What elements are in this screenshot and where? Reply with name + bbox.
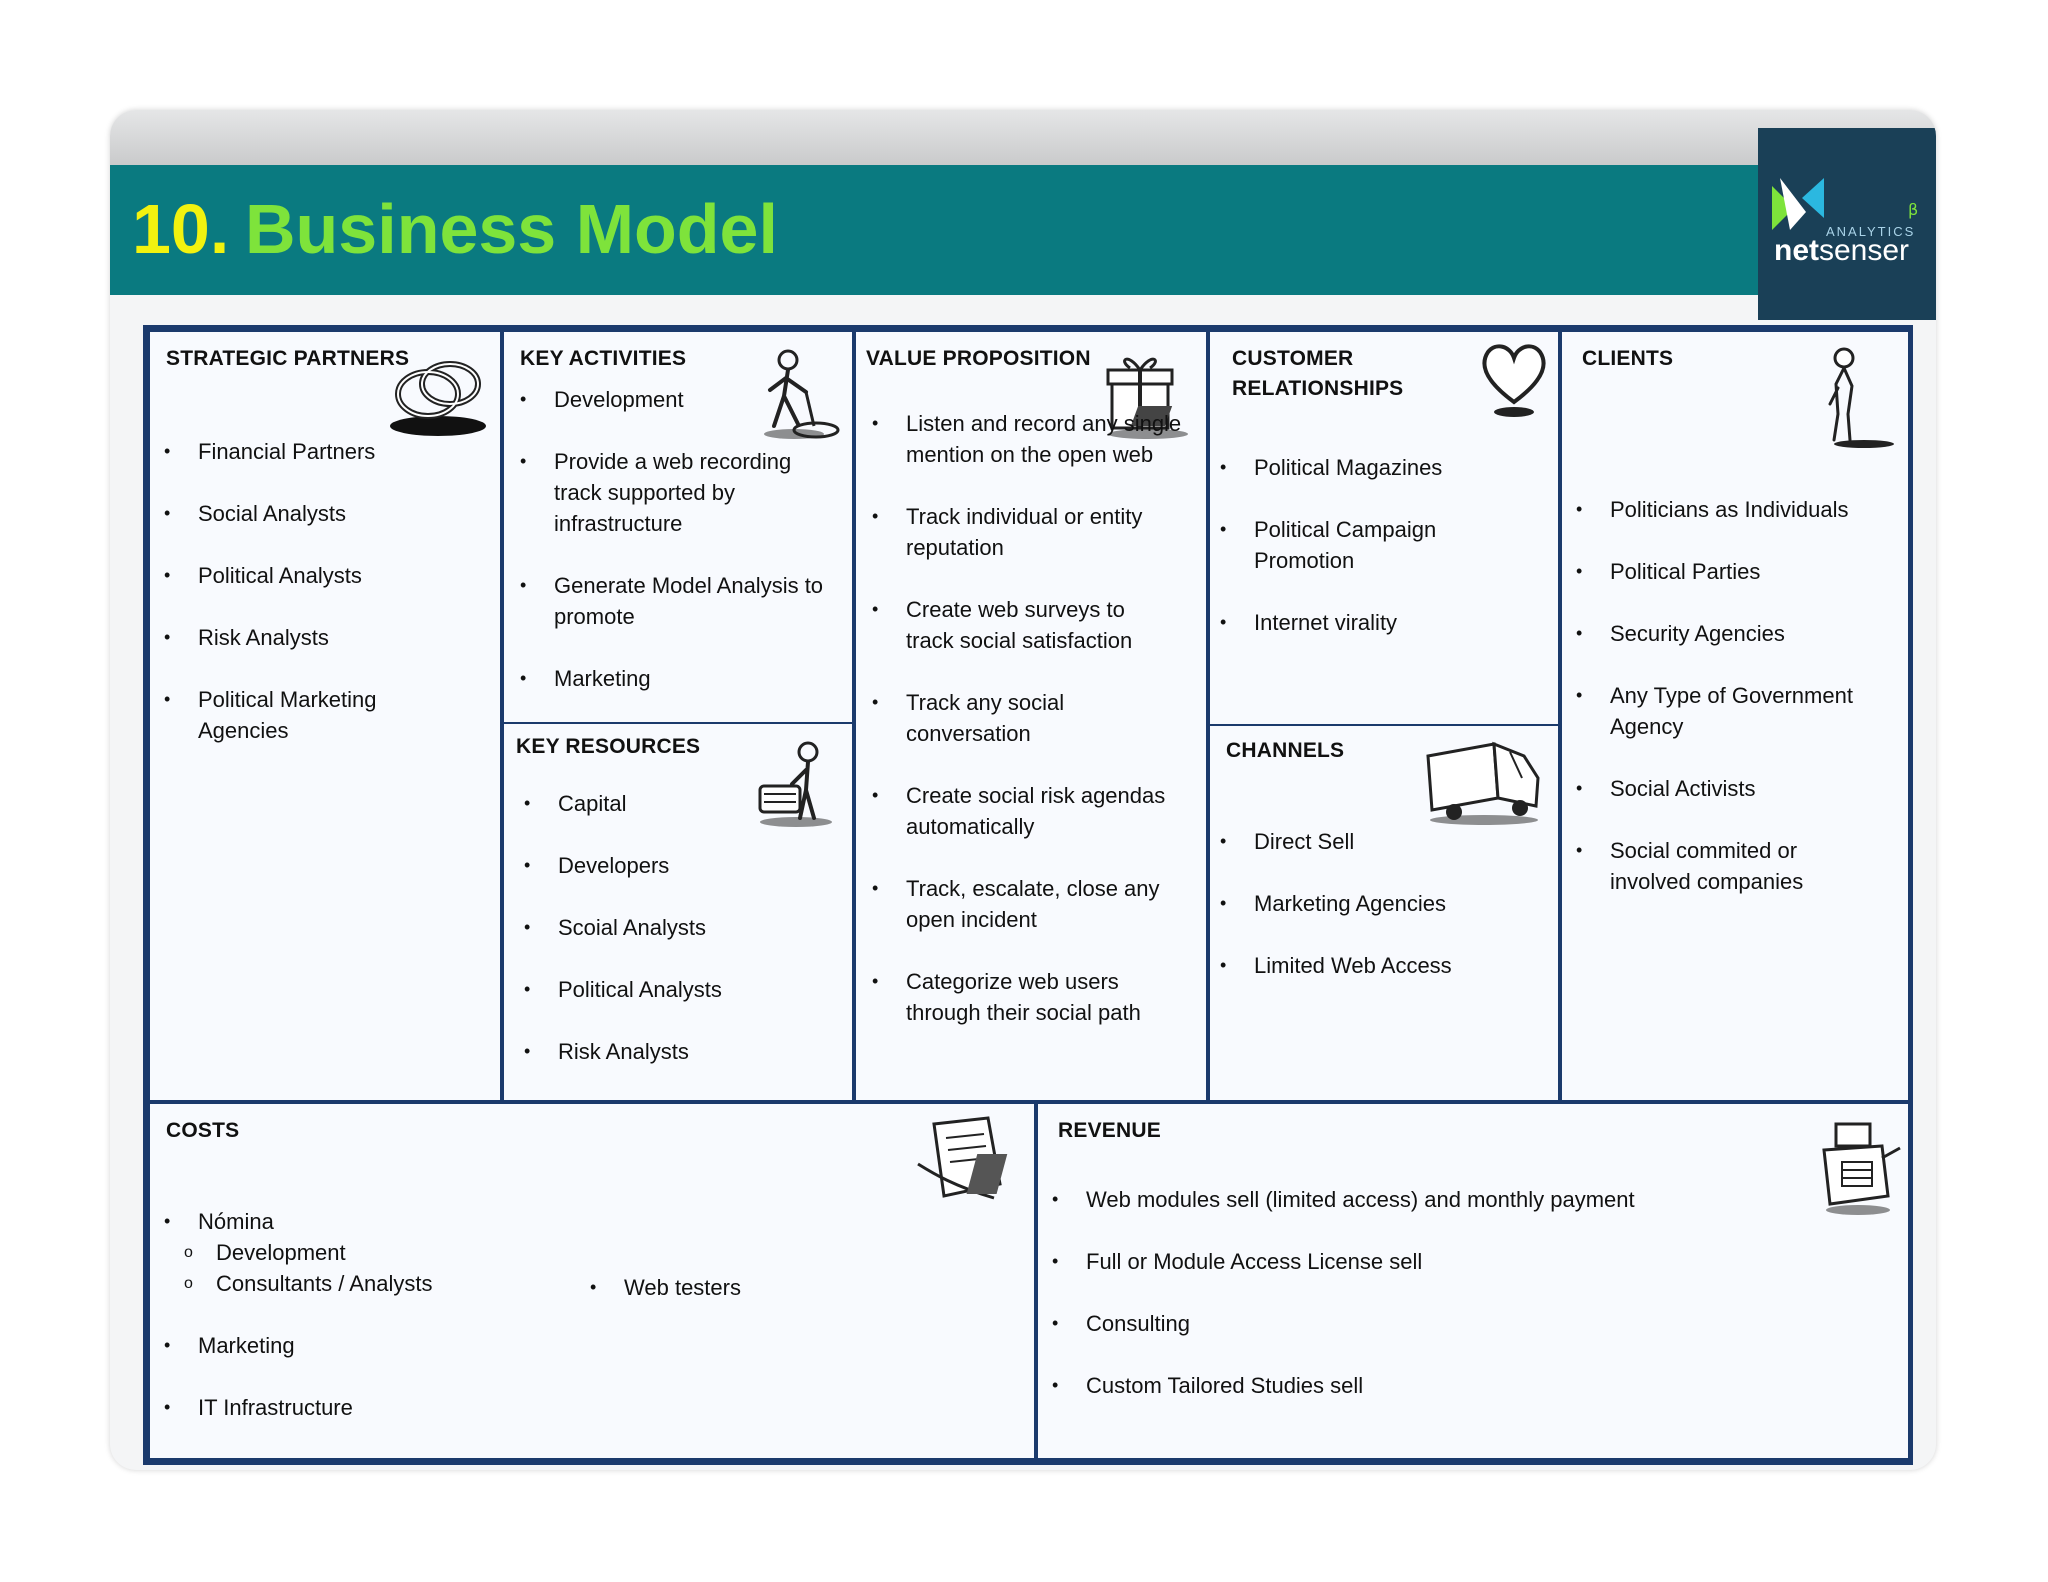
- truck-icon: [1426, 741, 1540, 825]
- list-item: Political Parties: [1576, 556, 1896, 587]
- logo-word-bold: net: [1774, 234, 1819, 267]
- rings-icon: [390, 361, 486, 436]
- list-item: Create web surveys to track social satis…: [872, 594, 1176, 656]
- clients-list: Politicians as Individuals Political Par…: [1576, 494, 1896, 897]
- section-number: 10.: [132, 190, 230, 268]
- list-item: Track individual or entity reputation: [872, 501, 1176, 563]
- list-item: Political Marketing Agencies: [164, 684, 418, 746]
- customer-relationships-title: CUSTOMER RELATIONSHIPS: [1232, 344, 1403, 404]
- key-resources-cell: KEY RESOURCES Capital Developers Scoial …: [502, 722, 854, 1102]
- list-item: Marketing: [520, 663, 830, 694]
- list-item: Politicians as Individuals: [1576, 494, 1896, 525]
- person-icon: [1828, 347, 1894, 448]
- list-item: Full or Module Access License sell: [1052, 1246, 1752, 1277]
- list-item: Development: [184, 1237, 604, 1268]
- cash-register-icon: [1822, 1122, 1901, 1215]
- costs-title: COSTS: [166, 1119, 240, 1142]
- clients-cell: CLIENTS Politicians as Individuals Polit…: [1560, 330, 1910, 1102]
- costs-nomina: Nómina: [164, 1206, 604, 1237]
- business-model-canvas: STRATEGIC PARTNERS Financial Partners So…: [143, 325, 1913, 1465]
- list-item: Direct Sell: [1220, 826, 1540, 857]
- logo-wordmark: netsenser: [1774, 234, 1909, 268]
- revenue-list: Web modules sell (limited access) and mo…: [1052, 1184, 1752, 1401]
- list-item: Provide a web recording track supported …: [520, 446, 814, 539]
- list-item: Any Type of Government Agency: [1576, 680, 1890, 742]
- logo-analytics-label: ANALYTICS: [1826, 224, 1916, 239]
- list-item: Security Agencies: [1576, 618, 1896, 649]
- list-item: Track any social conversation: [872, 687, 1106, 749]
- list-item: Listen and record any single mention on …: [872, 408, 1186, 470]
- channels-cell: CHANNELS Direct Sell Marketing Agencies …: [1208, 724, 1560, 1102]
- list-item: Generate Model Analysis to promote: [520, 570, 834, 632]
- list-item: Marketing Agencies: [1220, 888, 1540, 919]
- key-activities-title: KEY ACTIVITIES: [520, 347, 687, 370]
- customer-relationships-list: Political Magazines Political Campaign P…: [1220, 452, 1540, 638]
- strategic-partners-cell: STRATEGIC PARTNERS Financial Partners So…: [148, 330, 502, 1102]
- strategic-partners-title: STRATEGIC PARTNERS: [166, 347, 410, 370]
- customer-relationships-cell: CUSTOMER RELATIONSHIPS Political Magazin…: [1208, 330, 1560, 726]
- revenue-cell: REVENUE Web modules sell (limited access…: [1036, 1102, 1910, 1460]
- list-item: Custom Tailored Studies sell: [1052, 1370, 1752, 1401]
- costs-nomina-sublist: Development Consultants / Analysts: [184, 1237, 604, 1299]
- list-item: Social Activists: [1576, 773, 1896, 804]
- customer-relationships-title-line2: RELATIONSHIPS: [1232, 377, 1404, 400]
- key-resources-list: Capital Developers Scoial Analysts Polit…: [524, 788, 824, 1067]
- costs-list-after: Marketing IT Infrastructure: [164, 1330, 604, 1423]
- value-proposition-list: Listen and record any single mention on …: [872, 408, 1192, 1028]
- clients-title: CLIENTS: [1582, 347, 1674, 370]
- value-proposition-cell: VALUE PROPOSITION Listen and record any …: [854, 330, 1208, 1102]
- list-item: Political Magazines: [1220, 452, 1540, 483]
- list-item: Developers: [524, 850, 824, 881]
- logo-mark-icon: [1772, 178, 1824, 230]
- list-item: Scoial Analysts: [524, 912, 824, 943]
- list-item: Development: [520, 384, 830, 415]
- list-item: Web testers: [590, 1272, 890, 1303]
- list-item: Risk Analysts: [164, 622, 484, 653]
- list-item: Consulting: [1052, 1308, 1752, 1339]
- list-item: Social Analysts: [164, 498, 484, 529]
- list-item: IT Infrastructure: [164, 1392, 604, 1423]
- list-item: Political Analysts: [164, 560, 484, 591]
- list-item: Consultants / Analysts: [184, 1268, 604, 1299]
- heart-icon: [1482, 344, 1546, 417]
- list-item: Marketing: [164, 1330, 604, 1361]
- list-item: Track, escalate, close any open incident: [872, 873, 1196, 935]
- netsenser-logo: β ANALYTICS netsenser: [1758, 128, 1936, 320]
- value-proposition-title: VALUE PROPOSITION: [866, 347, 1091, 370]
- title-bar: 10. Business Model: [110, 165, 1758, 295]
- document-icon: [917, 1116, 1008, 1200]
- list-item: Internet virality: [1220, 607, 1540, 638]
- logo-beta: β: [1908, 200, 1919, 219]
- key-activities-list: Development Provide a web recording trac…: [520, 384, 830, 694]
- list-item: Political Analysts: [524, 974, 824, 1005]
- list-item: Financial Partners: [164, 436, 484, 467]
- costs-side-list: Web testers: [590, 1272, 890, 1303]
- list-item: Social commited or involved companies: [1576, 835, 1840, 897]
- revenue-title: REVENUE: [1058, 1119, 1161, 1142]
- costs-list: Nómina: [164, 1206, 604, 1237]
- list-item: Risk Analysts: [524, 1036, 824, 1067]
- channels-list: Direct Sell Marketing Agencies Limited W…: [1220, 826, 1540, 981]
- list-item: Capital: [524, 788, 824, 819]
- list-item: Categorize web users through their socia…: [872, 966, 1176, 1028]
- list-item: Web modules sell (limited access) and mo…: [1052, 1184, 1752, 1215]
- page-title: Business Model: [245, 190, 778, 268]
- channels-title: CHANNELS: [1226, 739, 1345, 762]
- customer-relationships-title-line1: CUSTOMER: [1232, 347, 1354, 370]
- key-activities-cell: KEY ACTIVITIES Development Provide a web…: [502, 330, 854, 724]
- list-item: Political Campaign Promotion: [1220, 514, 1464, 576]
- list-item: Create social risk agendas automatically: [872, 780, 1196, 842]
- costs-cell: COSTS Nómina Development Consultants / A…: [148, 1102, 1036, 1460]
- strategic-partners-list: Financial Partners Social Analysts Polit…: [164, 436, 484, 746]
- key-resources-title: KEY RESOURCES: [516, 735, 701, 758]
- logo-word-rest: senser: [1819, 234, 1910, 267]
- list-item: Limited Web Access: [1220, 950, 1540, 981]
- slide-top-band: [110, 110, 1936, 166]
